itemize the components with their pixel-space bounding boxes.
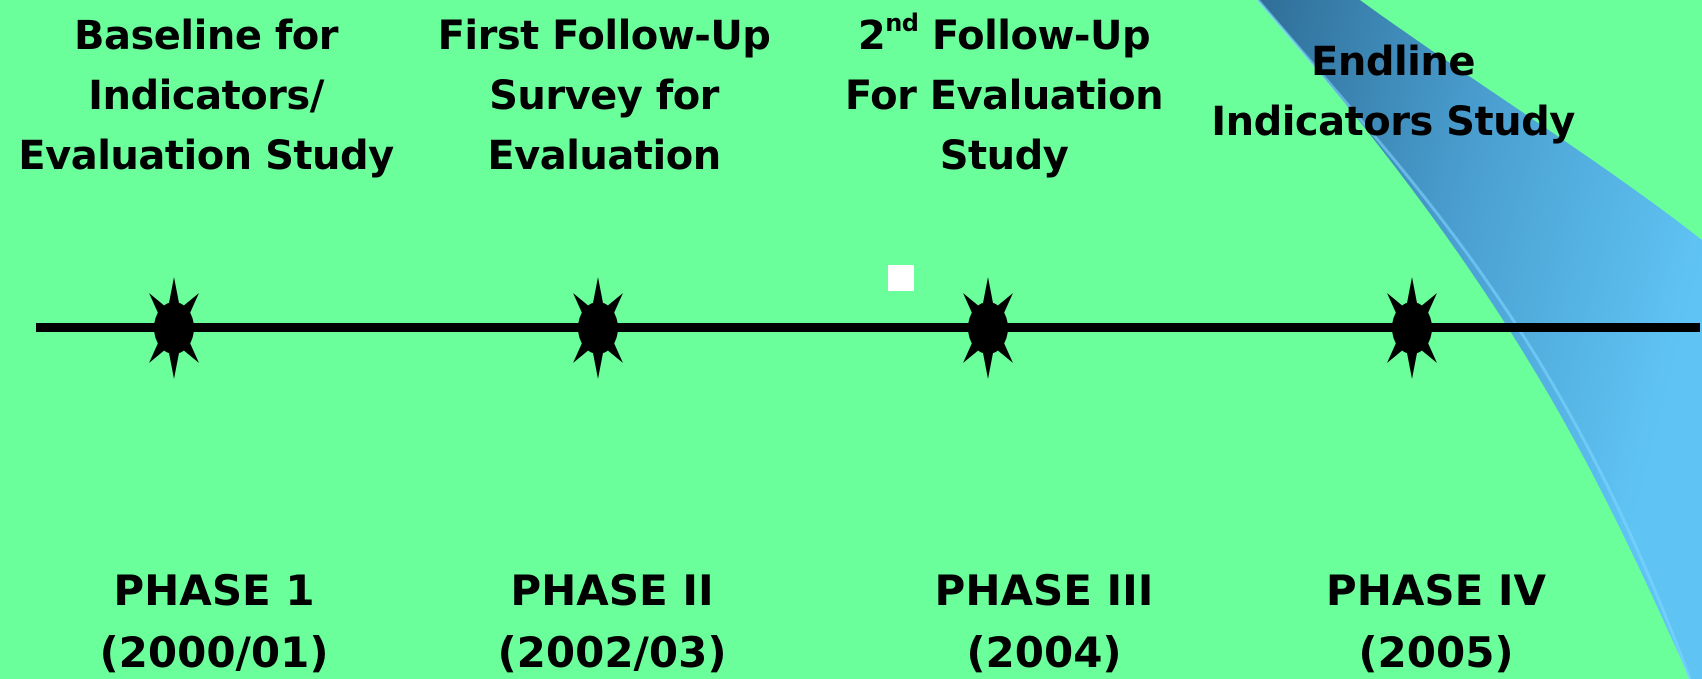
phase-period: (2002/03) (497, 628, 727, 677)
phase-name: PHASE III (934, 566, 1154, 615)
title-superscript: nd (885, 9, 919, 37)
phase-period: (2005) (1358, 628, 1514, 677)
title-line: Endline (1311, 39, 1475, 85)
phase-1-label: PHASE 1 (2000/01) (34, 560, 394, 679)
phase-2-label: PHASE II (2002/03) (432, 560, 792, 679)
phase-name: PHASE II (510, 566, 714, 615)
starburst-shape (573, 277, 623, 379)
title-line: For Evaluation (844, 73, 1164, 119)
phase-period: (2004) (966, 628, 1122, 677)
milestone-2-title: First Follow-Up Survey for Evaluation (404, 6, 804, 186)
phase-name: PHASE IV (1325, 566, 1547, 615)
starburst-icon (1382, 275, 1442, 381)
starburst-icon (144, 275, 204, 381)
title-line: Evaluation (487, 133, 721, 179)
starburst-shape (1387, 277, 1437, 379)
title-line: Evaluation Study (18, 133, 394, 179)
title-line: 2nd Follow-Up (804, 6, 1204, 66)
starburst-shape (963, 277, 1013, 379)
milestone-1-title: Baseline for Indicators/ Evaluation Stud… (6, 6, 406, 186)
white-square (888, 265, 914, 291)
title-line: Baseline for (74, 13, 338, 59)
starburst-icon (568, 275, 628, 381)
starburst-shape (149, 277, 199, 379)
title-rest: Follow-Up (918, 13, 1151, 59)
title-line: Indicators/ (88, 73, 324, 119)
title-line: Study (939, 133, 1069, 179)
phase-period: (2000/01) (99, 628, 329, 677)
starburst-icon (958, 275, 1018, 381)
phase-4-label: PHASE IV (2005) (1256, 560, 1616, 679)
milestone-4-title: Endline Indicators Study (1193, 32, 1593, 152)
title-line: Survey for (489, 73, 719, 119)
title-line: First Follow-Up (437, 13, 771, 59)
phase-3-label: PHASE III (2004) (864, 560, 1224, 679)
timeline-axis (36, 323, 1700, 332)
milestone-3-title: 2nd Follow-Up For Evaluation Study (804, 6, 1204, 186)
title-line: Indicators Study (1211, 99, 1575, 145)
phase-name: PHASE 1 (113, 566, 315, 615)
title-number: 2 (857, 13, 886, 59)
